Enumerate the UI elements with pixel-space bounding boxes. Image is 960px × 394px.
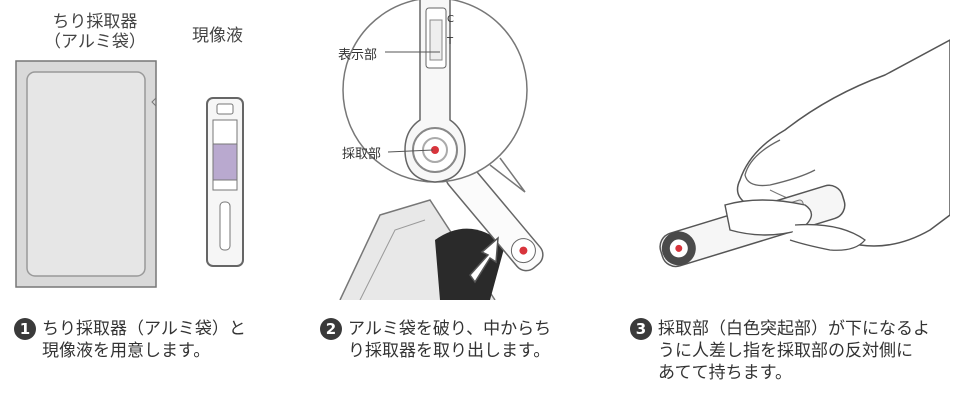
control-mark: C xyxy=(447,14,454,25)
hand-holding-sampler-illustration xyxy=(659,39,950,268)
step2-caption: 2 アルミ袋を破り、中からち り採取器を取り出します。 xyxy=(320,318,600,362)
step1-caption: 1 ちり採取器（アルミ袋）と 現像液を用意します。 xyxy=(14,318,294,362)
aluminum-bag-illustration xyxy=(15,60,157,288)
step3-number-badge: 3 xyxy=(630,318,652,340)
step2-panel: 表示部 採取部 C T 2 アルミ袋を破り、中からち り採取器を取り出します。 xyxy=(320,0,620,394)
sampler-area-callout: 採取部 xyxy=(342,147,382,162)
test-mark: T xyxy=(447,36,454,47)
collector-label: ちり採取器 （アルミ袋） xyxy=(44,12,146,52)
step2-number-badge: 2 xyxy=(320,318,342,340)
step1-panel: ちり採取器 （アルミ袋） 現像液 1 ちり採取器（アルミ袋）と 現像液を用意しま… xyxy=(0,0,300,394)
display-area-callout: 表示部 xyxy=(338,48,378,63)
step2-caption-text: アルミ袋を破り、中からち り採取器を取り出します。 xyxy=(348,319,552,361)
step1-caption-text: ちり採取器（アルミ袋）と 現像液を用意します。 xyxy=(42,319,246,361)
step3-caption: 3 採取部（白色突起部）が下になるよ うに人差し指を採取部の反対側に あてて持ち… xyxy=(630,318,960,384)
step1-number-badge: 1 xyxy=(14,318,36,340)
reagent-label: 現像液 xyxy=(192,26,243,46)
step3-caption-text: 採取部（白色突起部）が下になるよ うに人差し指を採取部の反対側に あてて持ちます… xyxy=(658,319,930,383)
step3-panel: 3 採取部（白色突起部）が下になるよ うに人差し指を採取部の反対側に あてて持ち… xyxy=(630,0,960,394)
opening-bag-illustration xyxy=(339,0,544,300)
reagent-ampoule-illustration xyxy=(206,97,244,267)
